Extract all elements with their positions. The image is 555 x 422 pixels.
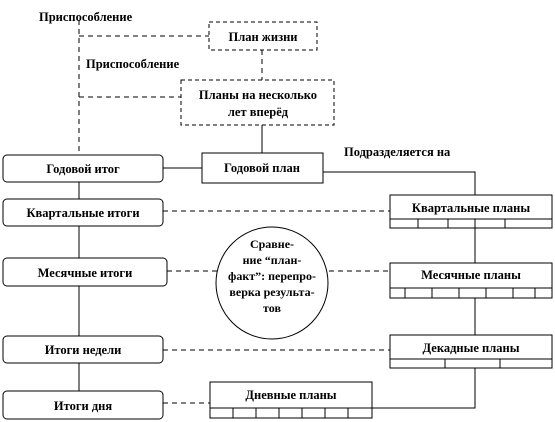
annual-plan-box [201,152,324,184]
multi-year-label-2: лет вперёд [228,105,289,119]
center-line-5: тов [263,301,281,315]
quarterly-result-label: Квартальные итоги [26,206,139,220]
annual-plan-label: Годовой план [224,161,300,175]
comparison-circle [215,226,329,340]
multi-year-label-1: Планы на несколько [199,88,317,102]
annual-result-label: Годовой итог [46,162,120,176]
daily-plans-box [209,381,373,419]
quarterly-plans-box [389,194,553,229]
center-line-1: Сравне- [250,237,294,251]
monthly-plans-label: Месячные планы [421,268,521,282]
center-line-4: верка результа- [229,285,314,299]
decade-plans-box [389,334,553,369]
weekly-result-box [2,335,164,364]
life-plan-label: План жизни [228,30,297,44]
monthly-plans-box [389,262,553,299]
decade-plans-label: Декадные планы [423,341,520,355]
subdivided-label: Подразделяется на [344,145,451,159]
adaptation-label-top: Приспособление [39,10,133,24]
adaptation-label-mid: Приспособление [86,57,180,71]
quarterly-result-box [2,198,164,227]
daily-result-box [2,390,164,420]
annual-result-box [2,154,164,183]
subdivide-line [323,171,476,195]
daily-plans-label: Дневные планы [245,388,336,402]
monthly-result-box [2,257,168,287]
weekly-result-label: Итоги недели [45,343,122,357]
center-line-2: ние “план- [243,253,302,267]
life-plan-box [208,21,318,51]
daily-result-label: Итоги дня [54,399,112,413]
center-line-3: факт”: перепро- [228,269,316,283]
multi-year-box [180,79,335,126]
right-spine-3 [372,368,476,409]
quarterly-plans-label: Квартальные планы [412,201,530,215]
monthly-result-label: Месячные итоги [38,266,133,280]
